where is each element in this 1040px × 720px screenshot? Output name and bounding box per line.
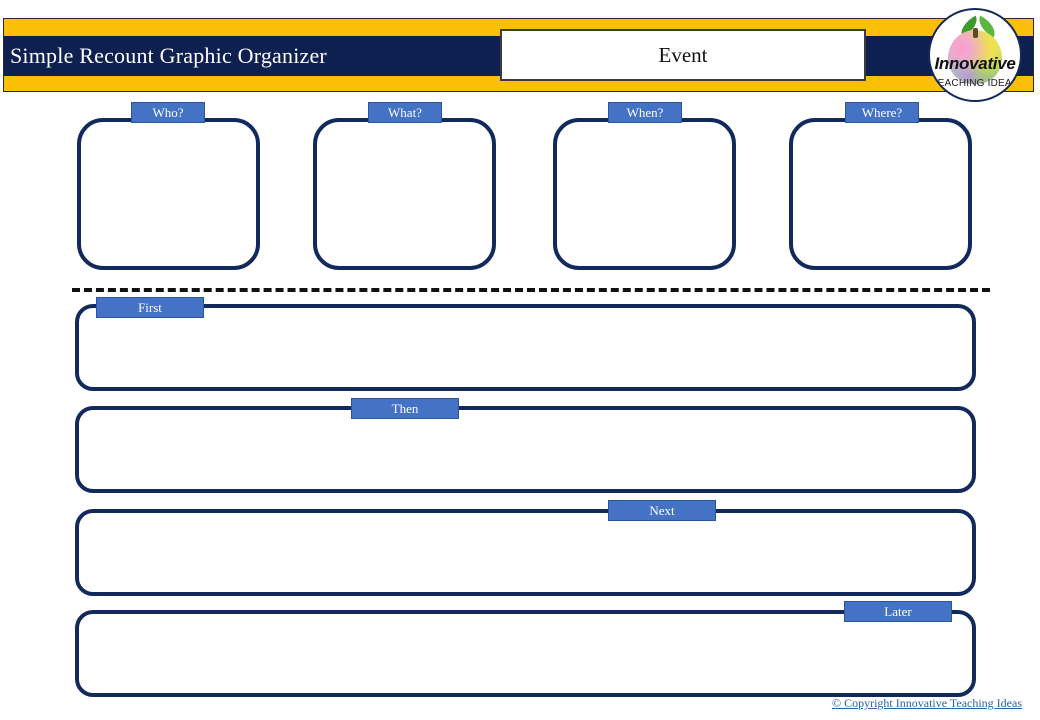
copyright-link[interactable]: © Copyright Innovative Teaching Ideas (831, 696, 1022, 710)
logo-subtitle: TEACHING IDEAS (931, 78, 1019, 89)
apple-icon (948, 28, 1002, 84)
label-what: What? (368, 102, 442, 123)
event-field[interactable]: Event (500, 29, 866, 81)
logo-wordmark: Innovative (934, 54, 1016, 73)
label-who: Who? (131, 102, 205, 123)
section-divider (72, 288, 990, 292)
label-next: Next (608, 500, 716, 521)
sequence-box-later[interactable] (75, 610, 976, 697)
label-then: Then (351, 398, 459, 419)
sequence-box-next[interactable] (75, 509, 976, 596)
page-title: Simple Recount Graphic Organizer (10, 43, 327, 68)
label-later: Later (844, 601, 952, 622)
answer-box-who[interactable] (77, 118, 260, 270)
sequence-box-then[interactable] (75, 406, 976, 493)
label-where: Where? (845, 102, 919, 123)
answer-box-where[interactable] (789, 118, 972, 270)
answer-box-when[interactable] (553, 118, 736, 270)
brand-logo: Innovative TEACHING IDEAS (928, 8, 1022, 102)
event-label: Event (658, 42, 708, 67)
sequence-box-first[interactable] (75, 304, 976, 391)
label-when: When? (608, 102, 682, 123)
label-first: First (96, 297, 204, 318)
answer-box-what[interactable] (313, 118, 496, 270)
